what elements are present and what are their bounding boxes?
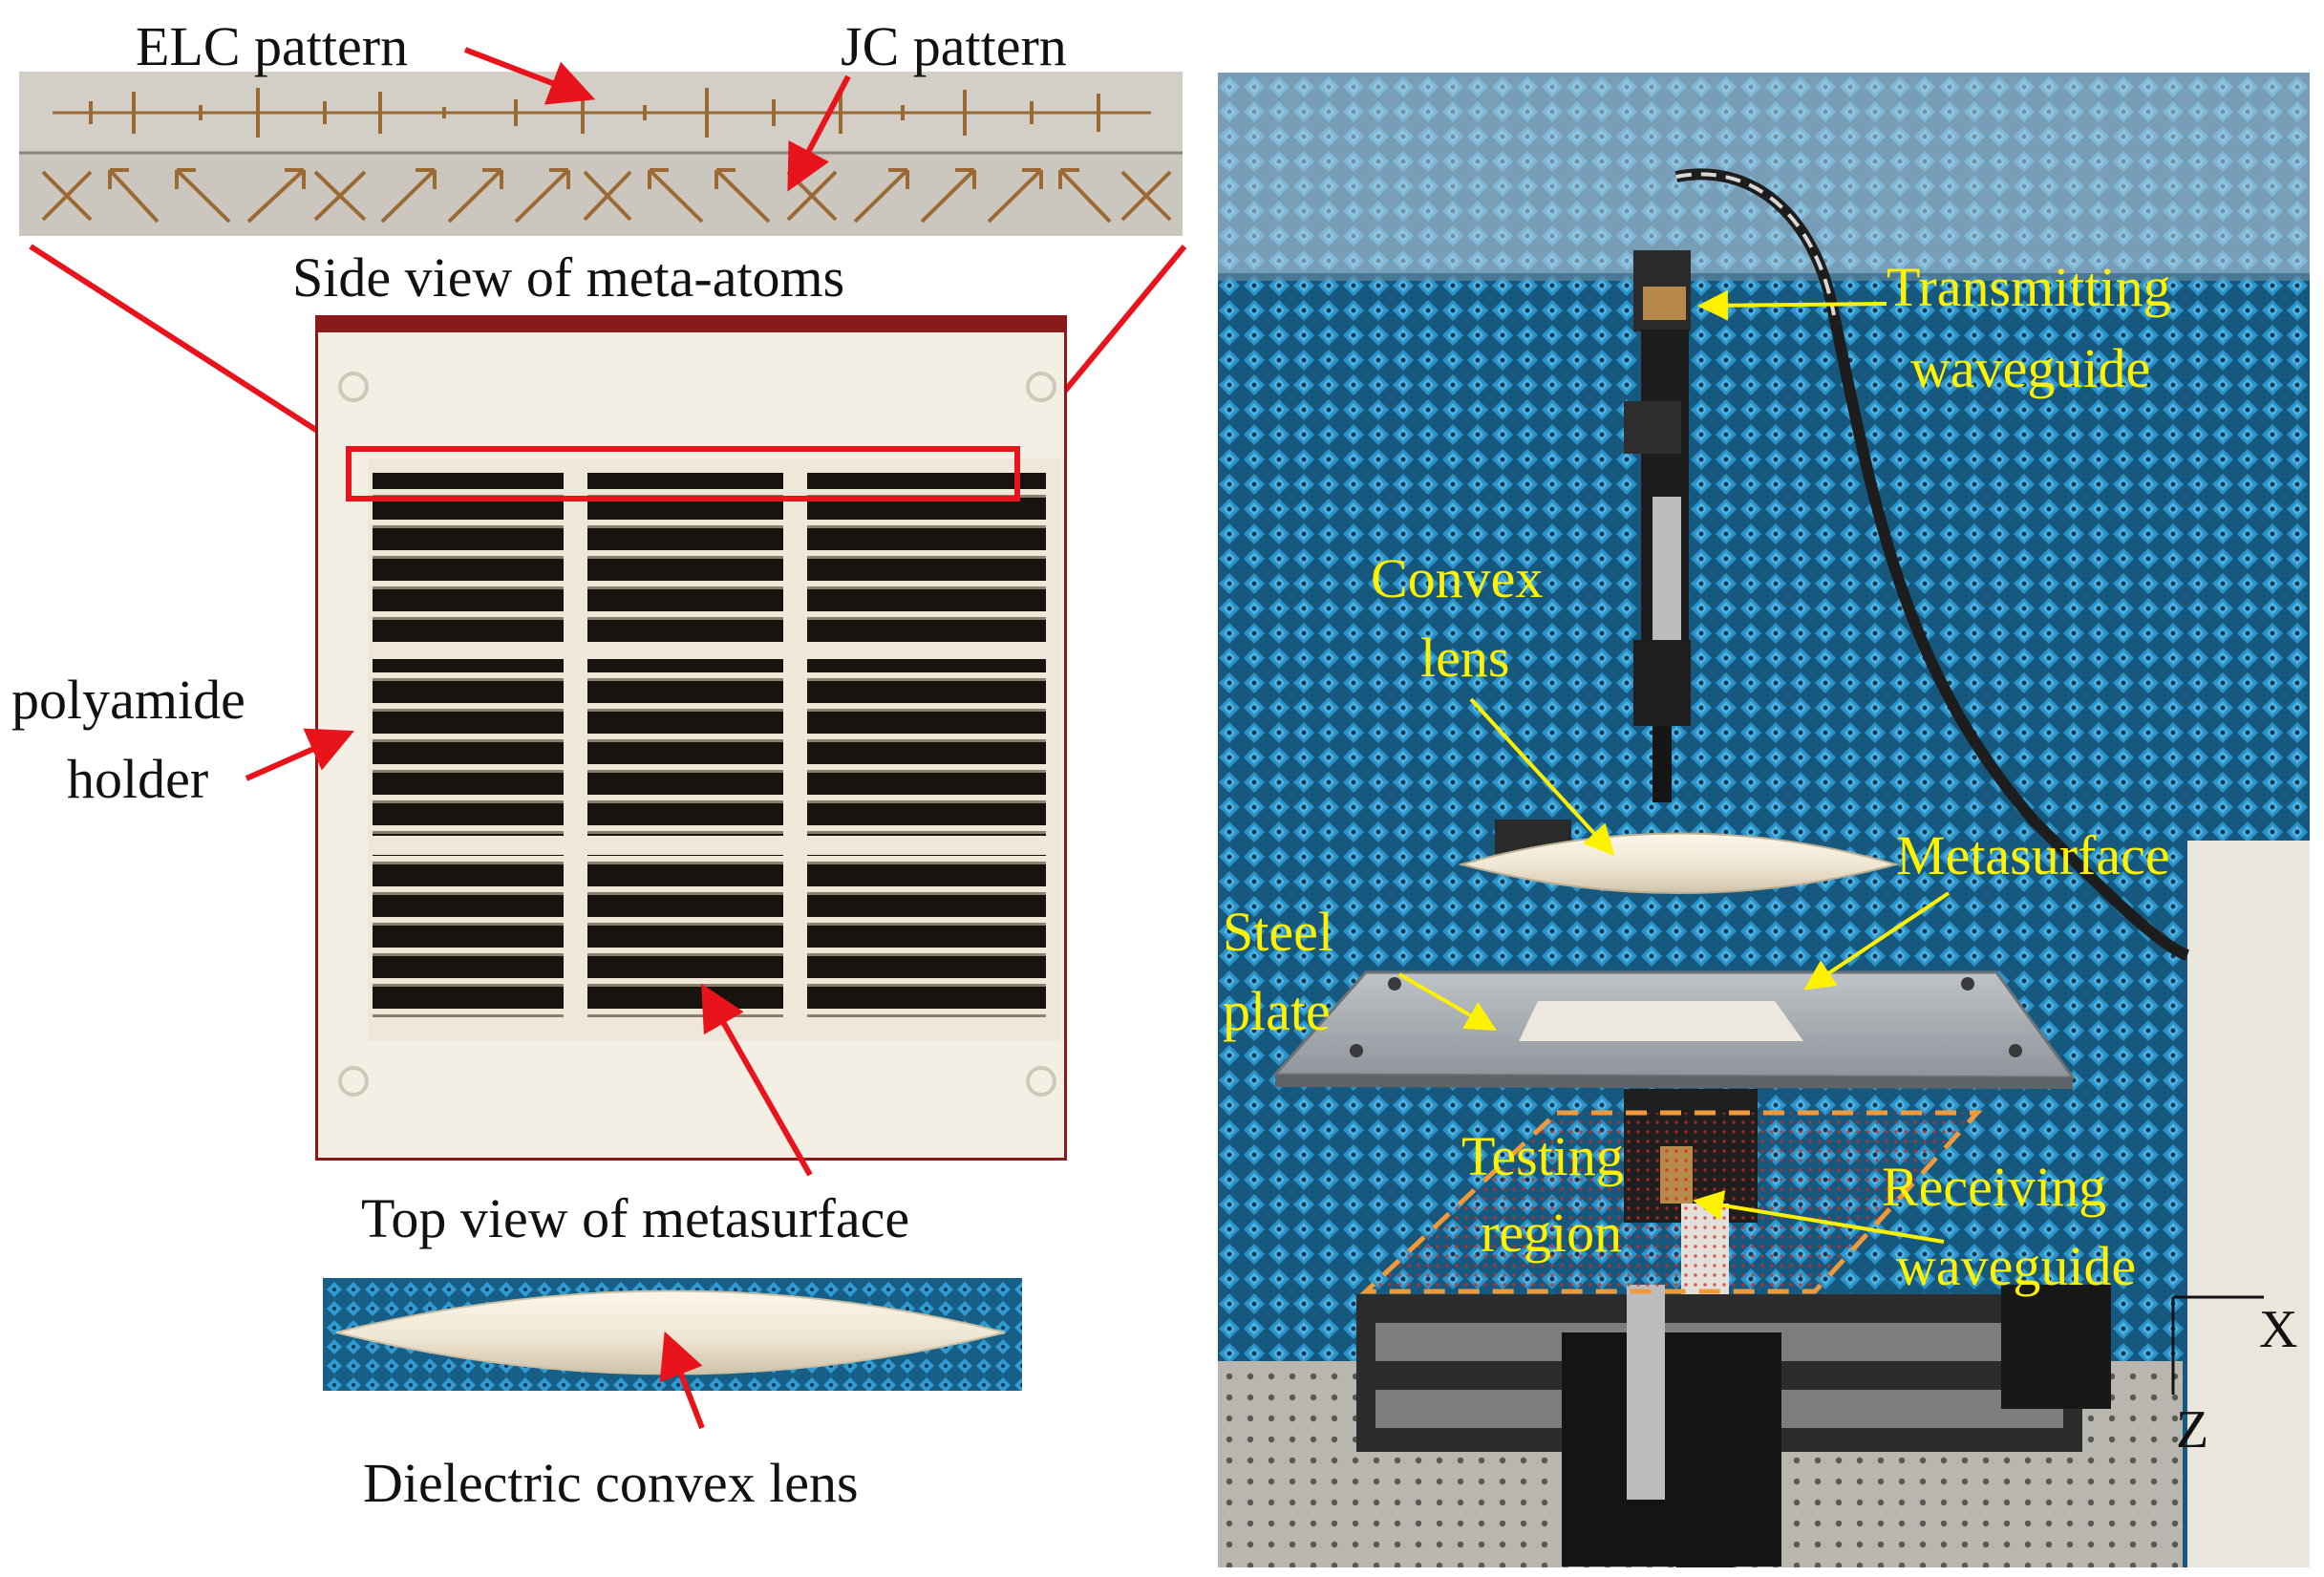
meta-atom-strip-photo <box>19 72 1183 236</box>
receiving-label: Receiving <box>1882 1156 2106 1218</box>
testing-region <box>1359 1110 1983 1294</box>
right-panel: Transmitting waveguide Convex lens Metas… <box>1218 73 2310 1567</box>
cable <box>1674 168 2190 961</box>
steel-label: Steel <box>1223 901 1333 963</box>
plastic-film <box>1218 73 2310 273</box>
highlight-box <box>346 446 1020 501</box>
region-label: region <box>1481 1202 1622 1264</box>
axis-x-label: X <box>2259 1300 2297 1359</box>
jc-arrow <box>787 75 851 192</box>
lens-label: lens <box>1420 627 1509 689</box>
convex-lens-photo <box>323 1278 1022 1391</box>
lens-arrow <box>659 1331 705 1430</box>
transmitting-waveguide-mount <box>1624 250 1691 802</box>
metasurface-label: Metasurface <box>1896 824 2170 886</box>
holder-arrow <box>245 728 354 781</box>
steel-arrow <box>1397 972 1497 1032</box>
steel-plate <box>1271 970 2076 1089</box>
transmitting-label: Transmitting <box>1887 256 2171 318</box>
waveguide-label-bottom: waveguide <box>1896 1235 2136 1297</box>
metasurface-arrow-right <box>1803 891 1951 991</box>
receiving-stage <box>1356 1089 2111 1567</box>
waveguide-label-top: waveguide <box>1910 337 2150 399</box>
lens-arrow-right <box>1469 697 1615 856</box>
elc-pattern-label: ELC pattern <box>136 15 408 77</box>
coordinate-axes <box>2171 1295 2264 1395</box>
holder-label: holder <box>67 748 208 810</box>
elc-arrow <box>463 47 596 105</box>
metasurface-arrow <box>701 983 813 1177</box>
wall-right <box>2187 841 2310 1567</box>
side-view-caption: Side view of meta-atoms <box>292 246 844 309</box>
tx-arrow <box>1697 289 1887 321</box>
metasurface-sample <box>1519 1001 1803 1041</box>
magnify-line-left <box>29 244 351 454</box>
lens-caption: Dielectric convex lens <box>363 1452 859 1514</box>
testing-label: Testing <box>1461 1125 1624 1187</box>
plate-label: plate <box>1223 980 1331 1042</box>
polyamide-label: polyamide <box>11 669 245 731</box>
rx-arrow <box>1693 1190 1945 1244</box>
top-view-caption: Top view of metasurface <box>361 1187 909 1249</box>
convex-label: Convex <box>1371 547 1543 609</box>
convex-lens <box>1458 820 1900 894</box>
metasurface-top-view-photo <box>315 315 1067 1161</box>
left-panel: ELC pattern JC pattern Side view of meta… <box>11 15 1187 1514</box>
jc-pattern-label: JC pattern <box>841 15 1067 77</box>
axis-z-label: Z <box>2176 1400 2208 1460</box>
